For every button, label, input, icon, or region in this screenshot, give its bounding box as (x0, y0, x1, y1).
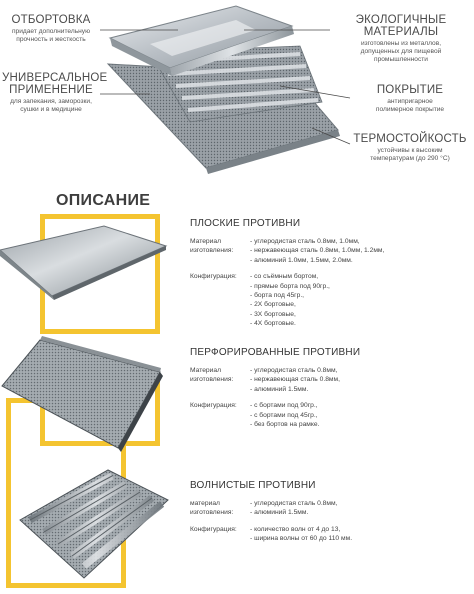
hero-banner: ОТБОРТОВКА придает дополнительную прочно… (0, 0, 474, 185)
config-values: - количество волн от 4 до 13, - ширина в… (250, 525, 353, 543)
feature-title: ОТБОРТОВКА (11, 14, 91, 26)
config-row: Конфигурация: - с бортами под 90гр., - с… (190, 401, 360, 429)
material-row: Материал изготовления: - углеродистая ст… (190, 366, 360, 394)
material-values: - углеродистая сталь 0.8мм, 1.0мм, - нер… (250, 238, 385, 264)
feature-sub: устойчивы к высоким температурам (до 290… (370, 147, 450, 162)
config-values: - со съёмным бортом, - прямые борта под … (250, 273, 330, 328)
hero-trays-illustration (100, 5, 351, 174)
section-title: ПЛОСКИЕ ПРОТИВНИ (190, 218, 301, 229)
material-row: Материал изготовления: - углеродистая ст… (190, 237, 384, 265)
config-label: Конфигурация: (190, 525, 237, 533)
material-label: Материал изготовления: (190, 367, 234, 384)
section-perforated-trays: ПЕРФОРИРОВАННЫЕ ПРОТИВНИ Материал изгото… (190, 347, 360, 429)
material-label: материал изготовления: (190, 500, 234, 517)
section-flat-trays: ПЛОСКИЕ ПРОТИВНИ Материал изготовления: … (190, 218, 384, 329)
feature-sub: изготовлены из металлов, допущенных для … (360, 40, 442, 63)
feature-title: ПОКРЫТИЕ (376, 84, 444, 96)
feature-universal-use: УНИВЕРСАЛЬНОЕ ПРИМЕНЕНИЕ для запекания, … (2, 72, 108, 114)
feature-title: УНИВЕРСАЛЬНОЕ ПРИМЕНЕНИЕ (2, 72, 108, 96)
material-values: - углеродистая сталь 0.8мм, - алюминий 1… (250, 500, 338, 517)
feature-title: ЭКОЛОГИЧНЫЕ МАТЕРИАЛЫ (355, 14, 447, 38)
feature-title: ТЕРМОСТОЙКОСТЬ (353, 133, 467, 145)
yellow-frame-flat (40, 214, 160, 334)
feature-eco-materials: ЭКОЛОГИЧНЫЕ МАТЕРИАЛЫ изготовлены из мет… (330, 14, 472, 64)
config-label: Конфигурация: (190, 402, 237, 410)
config-label: Конфигурация: (190, 273, 237, 281)
feature-sub: антипригарное полимерное покрытие (375, 98, 445, 113)
feature-heat-resistance: ТЕРМОСТОЙКОСТЬ устойчивы к высоким темпе… (350, 133, 470, 163)
feature-coating: ПОКРЫТИЕ антипригарное полимерное покрыт… (350, 84, 470, 114)
feature-sub: для запекания, заморозки, сушки и в меди… (10, 98, 92, 113)
feature-flanging: ОТБОРТОВКА придает дополнительную прочно… (2, 14, 100, 44)
section-wavy-trays: ВОЛНИСТЫЕ ПРОТИВНИ материал изготовления… (190, 480, 352, 544)
description-title: ОПИСАНИЕ (56, 192, 151, 209)
config-row: Конфигурация: - количество волн от 4 до … (190, 525, 352, 544)
material-label: Материал изготовления: (190, 238, 234, 255)
section-title: ВОЛНИСТЫЕ ПРОТИВНИ (190, 480, 316, 491)
material-values: - углеродистая сталь 0.8мм, - нержавеюща… (250, 367, 340, 393)
section-title: ПЕРФОРИРОВАННЫЕ ПРОТИВНИ (190, 347, 361, 358)
material-row: материал изготовления: - углеродистая ст… (190, 499, 352, 518)
config-values: - с бортами под 90гр., - с бортами под 4… (250, 402, 320, 429)
yellow-frame-wavy (6, 398, 126, 588)
feature-sub: придает дополнительную прочность и жестк… (11, 28, 91, 43)
config-row: Конфигурация: - со съёмным бортом, - пря… (190, 272, 384, 328)
